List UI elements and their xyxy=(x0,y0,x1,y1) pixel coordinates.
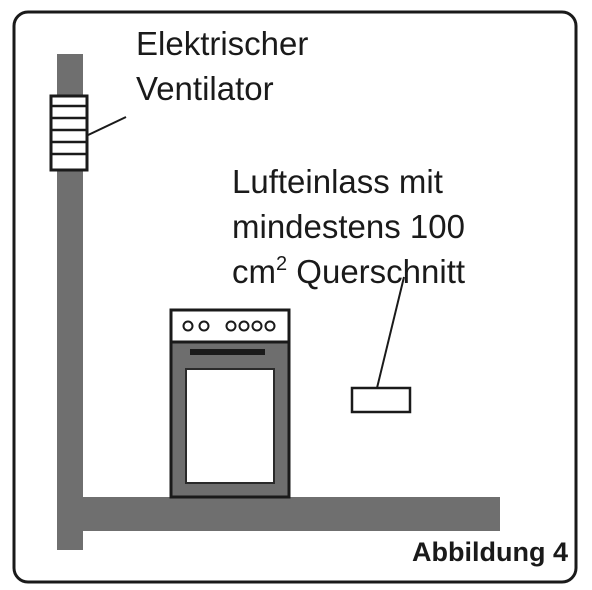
floor xyxy=(57,497,500,531)
inlet-label-line3: cm2 Querschnitt xyxy=(232,253,465,290)
fan-leader-line xyxy=(85,116,127,137)
inlet-label-line2: mindestens 100 xyxy=(232,208,465,245)
air-inlet-vent xyxy=(350,386,412,414)
inlet-label-superscript: 2 xyxy=(276,253,287,275)
inlet-label-line1: Lufteinlass mit xyxy=(232,163,443,200)
fan-label-line2: Ventilator xyxy=(136,70,274,107)
stove-icon xyxy=(169,308,291,499)
figure-caption: Abbildung 4 xyxy=(412,537,568,567)
inlet-label-rest: Querschnitt xyxy=(287,253,465,290)
electric-fan-icon xyxy=(49,94,89,172)
inlet-leader-line xyxy=(376,276,405,389)
inlet-label-unit: cm xyxy=(232,253,276,290)
diagram-frame xyxy=(12,10,578,584)
fan-label-line1: Elektrischer xyxy=(136,25,308,62)
